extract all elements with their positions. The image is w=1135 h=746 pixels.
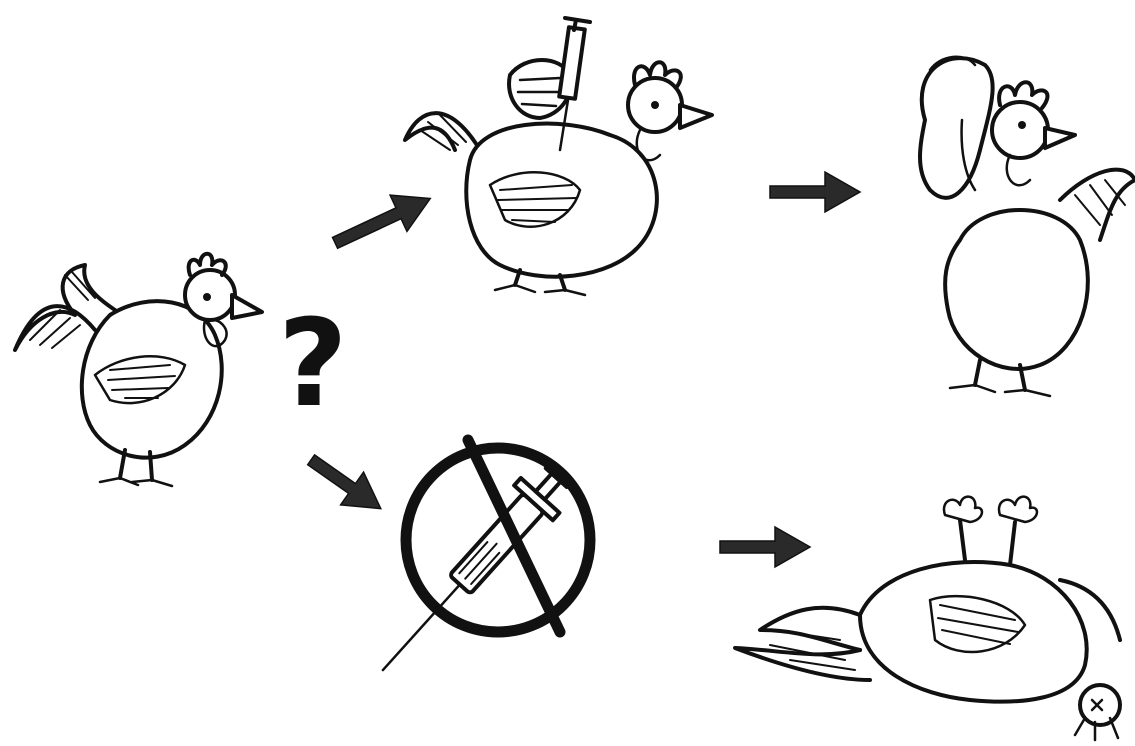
dead-chicken-icon <box>735 497 1120 740</box>
thumbs-up-chicken-icon <box>920 57 1135 396</box>
right-arrow-icon <box>327 180 439 261</box>
healthy-chicken-icon <box>15 254 262 486</box>
right-arrow-icon <box>720 527 810 567</box>
question-mark: ? <box>278 295 348 434</box>
no-syringe-icon <box>364 440 590 687</box>
chicken-being-vaccinated-icon <box>405 18 712 295</box>
right-arrow-icon <box>770 172 860 212</box>
right-arrow-icon <box>300 443 393 525</box>
